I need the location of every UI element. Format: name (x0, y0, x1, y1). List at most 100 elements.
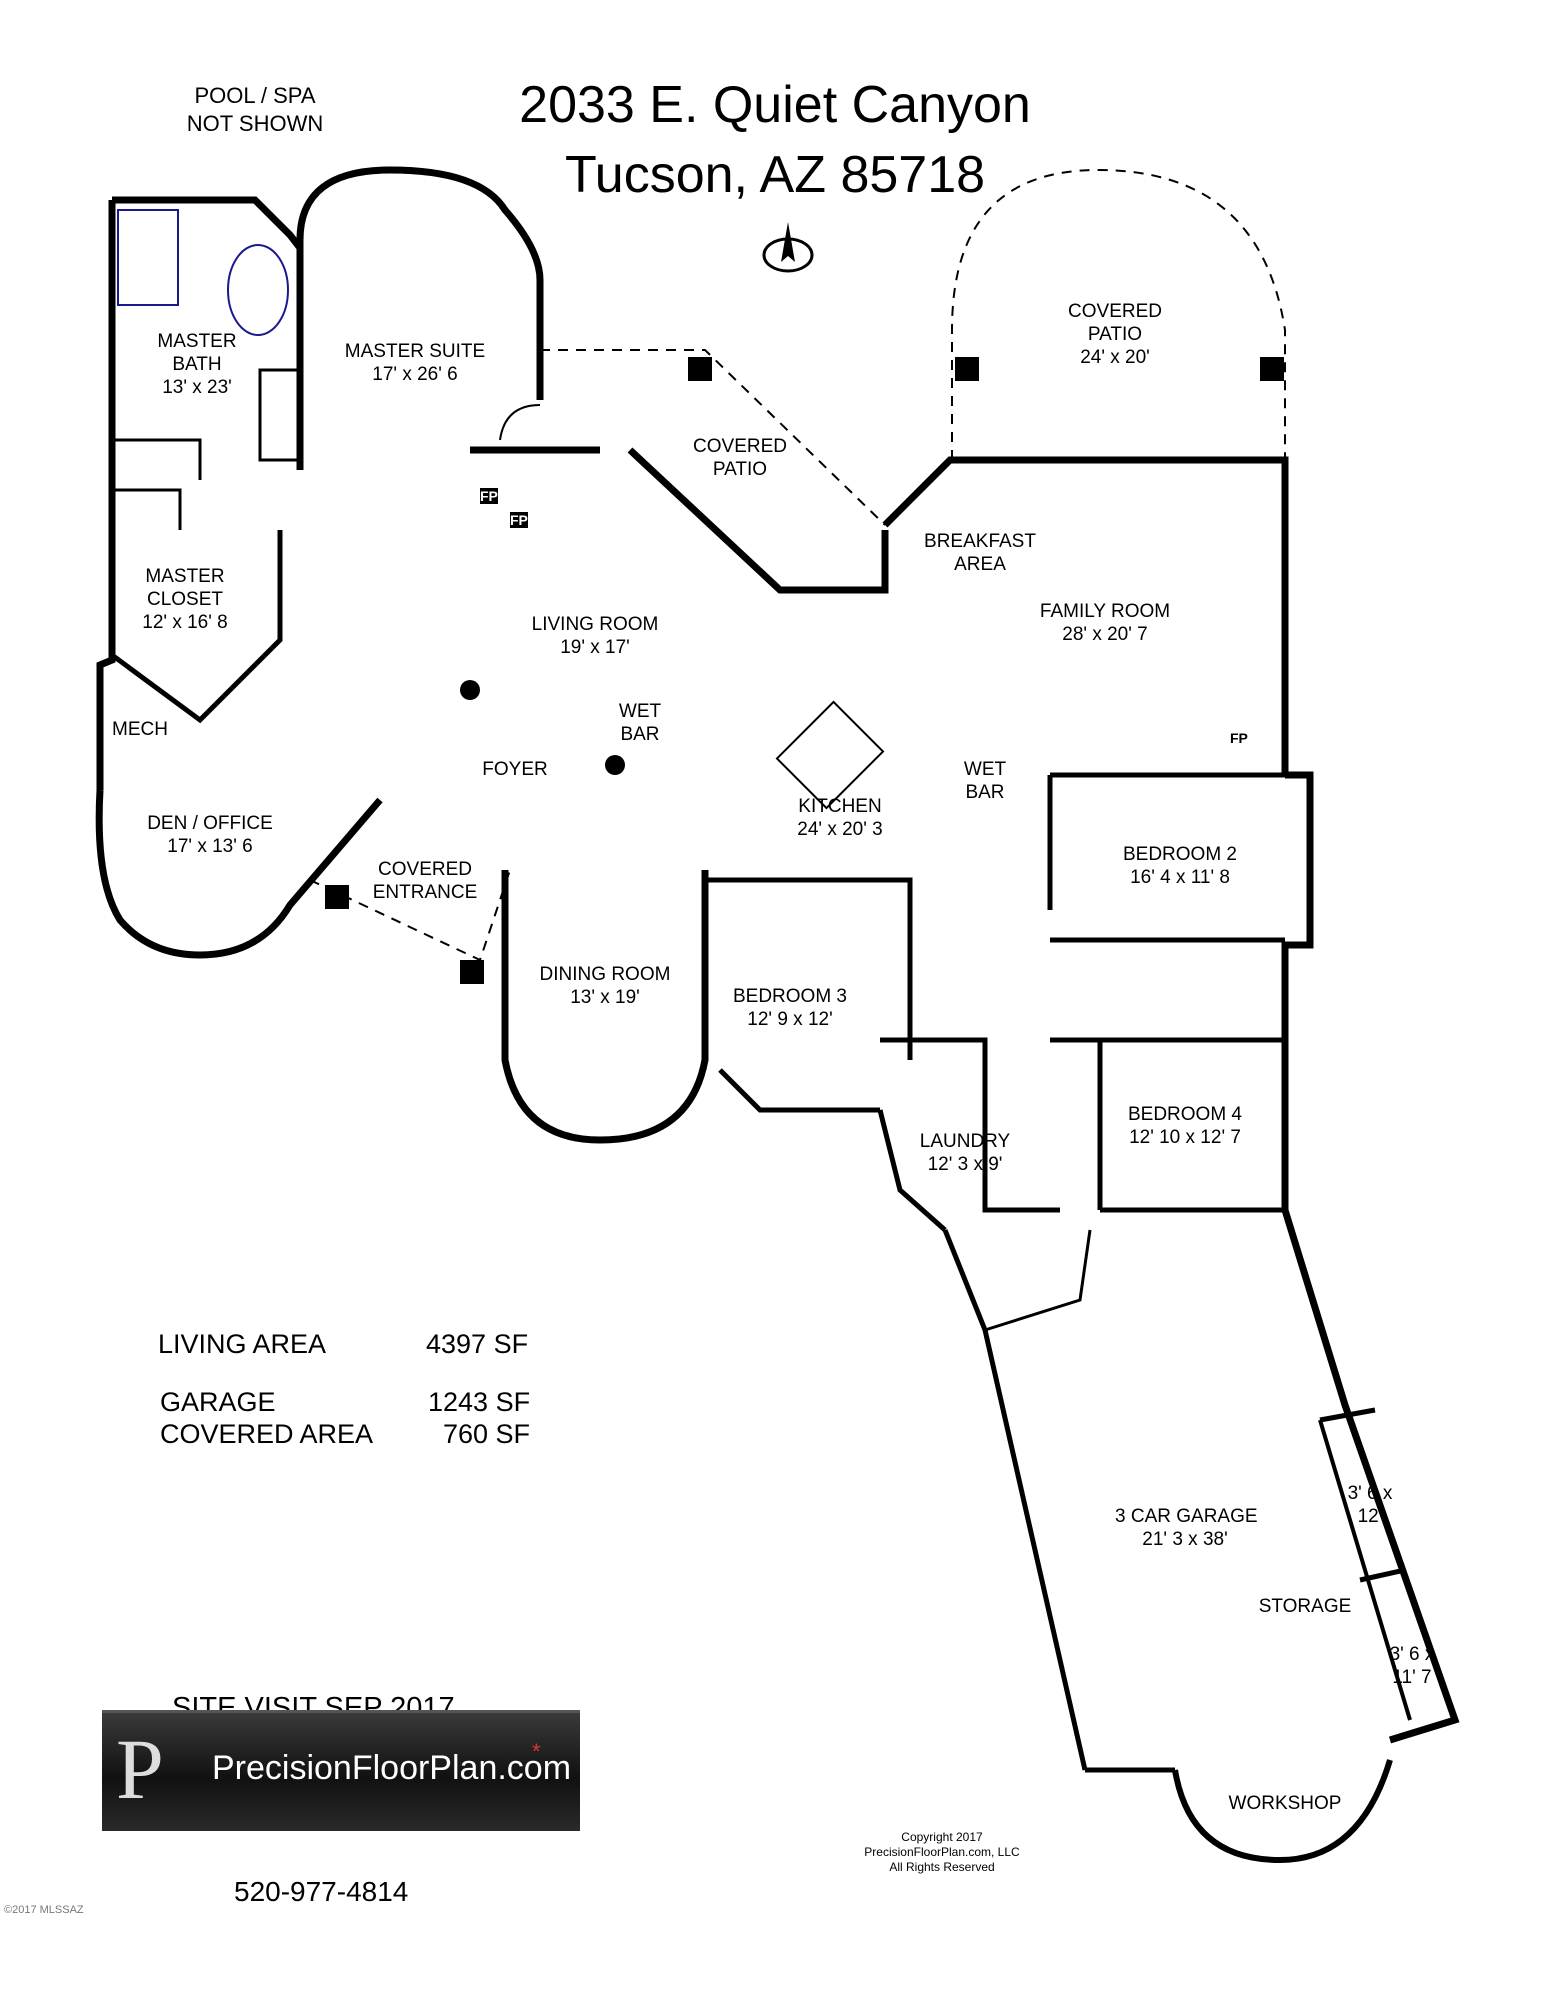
room-dims: 16' 4 x 11' 8 (1130, 867, 1230, 888)
room-master-suite: MASTER SUITE 17' x 26' 6 (330, 340, 500, 386)
room-laundry: LAUNDRY 12' 3 x 9' (905, 1130, 1025, 1176)
room-workshop: WORKSHOP (1220, 1792, 1350, 1815)
address-line-2: Tucson, AZ 85718 (564, 146, 986, 204)
room-garage: 3 CAR GARAGE 21' 3 x 38' (1115, 1505, 1258, 1551)
room-dims: 3' 6 x 11' 7 (1389, 1644, 1435, 1688)
fireplace-label-3: FP (1230, 730, 1248, 746)
room-name: MASTER CLOSET (145, 566, 225, 610)
area-label: LIVING AREA (158, 1329, 327, 1359)
room-name: DEN / OFFICE (147, 813, 273, 834)
room-master-closet: MASTER CLOSET 12' x 16' 8 (125, 565, 245, 634)
copyright-line-2: PrecisionFloorPlan.com, LLC (864, 1845, 1020, 1859)
room-den-office: DEN / OFFICE 17' x 13' 6 (140, 812, 280, 858)
room-storage-2: 3' 6 x 11' 7 (1372, 1643, 1452, 1689)
main-walls (470, 446, 1314, 1213)
room-bedroom-4: BEDROOM 4 12' 10 x 12' 7 (1110, 1103, 1260, 1149)
room-dims: 17' x 26' 6 (372, 364, 458, 385)
room-name: BREAKFAST AREA (924, 531, 1036, 575)
kitchen-island (775, 700, 885, 810)
room-name: 3 CAR GARAGE (1115, 1506, 1258, 1527)
room-dims: 17' x 13' 6 (167, 836, 253, 857)
area-row-living: LIVING AREA 4397 SF (158, 1328, 558, 1360)
area-row-covered: COVERED AREA 760 SF (158, 1418, 558, 1450)
dining-room-walls (501, 870, 709, 1144)
area-row-garage: GARAGE 1243 SF (158, 1386, 558, 1418)
room-covered-patio-center: COVERED PATIO (680, 435, 800, 481)
covered-patio-dome-dashed (951, 168, 1286, 460)
room-storage: STORAGE (1255, 1595, 1355, 1618)
room-covered-entrance: COVERED ENTRANCE (360, 858, 490, 904)
column-markers (325, 357, 1284, 984)
area-value: 4397 SF (426, 1329, 529, 1359)
room-dims: 12' 9 x 12' (747, 1009, 833, 1030)
room-name: BEDROOM 2 (1122, 844, 1238, 865)
room-name: DINING ROOM (539, 964, 671, 985)
covered-patio-dashed (540, 349, 886, 526)
room-dims: 24' x 20' (1080, 347, 1150, 368)
room-name: BEDROOM 3 (732, 986, 848, 1007)
room-dims: 28' x 20' 7 (1062, 624, 1148, 645)
bedroom3-walls (705, 877, 1060, 1232)
mls-watermark: ©2017 MLSSAZ (4, 1904, 84, 1916)
fireplace-label-1: FP (480, 488, 498, 504)
room-name: WORKSHOP (1228, 1793, 1342, 1814)
room-master-bath: MASTER BATH 13' x 23' (137, 330, 257, 399)
room-dims: 13' x 23' (162, 377, 232, 398)
den-office-walls (95, 789, 383, 959)
master-suite-walls (296, 166, 544, 470)
logo-star-icon: * (532, 1739, 541, 1764)
room-dining-room: DINING ROOM 13' x 19' (530, 963, 680, 1009)
pool-note-line-2: NOT SHOWN (186, 111, 324, 136)
fireplace-label-2: FP (510, 512, 528, 528)
room-name: BEDROOM 4 (1127, 1104, 1243, 1125)
room-family-room: FAMILY ROOM 28' x 20' 7 (1025, 600, 1185, 646)
room-name: COVERED PATIO (1068, 301, 1162, 345)
north-arrow-icon (762, 222, 814, 273)
room-name: FOYER (482, 759, 548, 780)
room-name: MASTER SUITE (344, 341, 486, 362)
room-name: COVERED ENTRANCE (372, 859, 478, 903)
room-living-room: LIVING ROOM 19' x 17' (520, 613, 670, 659)
address-line-1: 2033 E. Quiet Canyon (519, 76, 1031, 134)
area-value: 1243 SF (428, 1387, 531, 1417)
room-name: WET BAR (963, 759, 1007, 803)
room-storage-1: 3' 6 x 12' (1330, 1482, 1410, 1528)
room-name: MASTER BATH (157, 331, 237, 375)
room-dims: 24' x 20' 3 (797, 819, 883, 840)
logo-mark-icon: P (116, 1721, 164, 1817)
room-dims: 21' 3 x 38' (1142, 1529, 1228, 1550)
copyright: Copyright 2017 PrecisionFloorPlan.com, L… (842, 1830, 1042, 1875)
master-wing-walls (96, 196, 303, 790)
room-kitchen: KITCHEN 24' x 20' 3 (775, 795, 905, 841)
garage-walls (942, 1208, 1460, 1864)
area-label: GARAGE (160, 1387, 276, 1417)
room-name: LAUNDRY (919, 1131, 1011, 1152)
room-mech: MECH (100, 718, 180, 741)
room-dims: 12' 10 x 12' 7 (1129, 1127, 1241, 1148)
room-name: MECH (112, 719, 168, 740)
area-value: 760 SF (443, 1419, 531, 1449)
room-bedroom-2: BEDROOM 2 16' 4 x 11' 8 (1110, 843, 1250, 889)
room-name: FAMILY ROOM (1039, 601, 1171, 622)
room-foyer: FOYER (470, 758, 560, 781)
room-dims: 12' 3 x 9' (927, 1154, 1003, 1175)
copyright-line-3: All Rights Reserved (889, 1860, 995, 1874)
room-covered-patio-right: COVERED PATIO 24' x 20' (1055, 300, 1175, 369)
room-wet-bar-left: WET BAR (605, 700, 675, 746)
company-logo: P PrecisionFloorPlan.com * (102, 1710, 580, 1831)
phone-number: 520-977-4814 (234, 1876, 409, 1907)
room-wet-bar-right: WET BAR (950, 758, 1020, 804)
room-name: COVERED PATIO (693, 436, 787, 480)
room-name: WET BAR (618, 701, 662, 745)
room-name: LIVING ROOM (531, 614, 659, 635)
room-dims: 13' x 19' (570, 987, 640, 1008)
logo-text: PrecisionFloorPlan.com (212, 1749, 572, 1787)
area-label: COVERED AREA (160, 1419, 374, 1449)
room-dims: 19' x 17' (560, 637, 630, 658)
room-dims: 12' x 16' 8 (142, 612, 228, 633)
copyright-line-1: Copyright 2017 (901, 1830, 983, 1844)
room-dims: 3' 6 x 12' (1347, 1483, 1393, 1527)
room-breakfast-area: BREAKFAST AREA (915, 530, 1045, 576)
pool-note-line-1: POOL / SPA (194, 83, 316, 108)
